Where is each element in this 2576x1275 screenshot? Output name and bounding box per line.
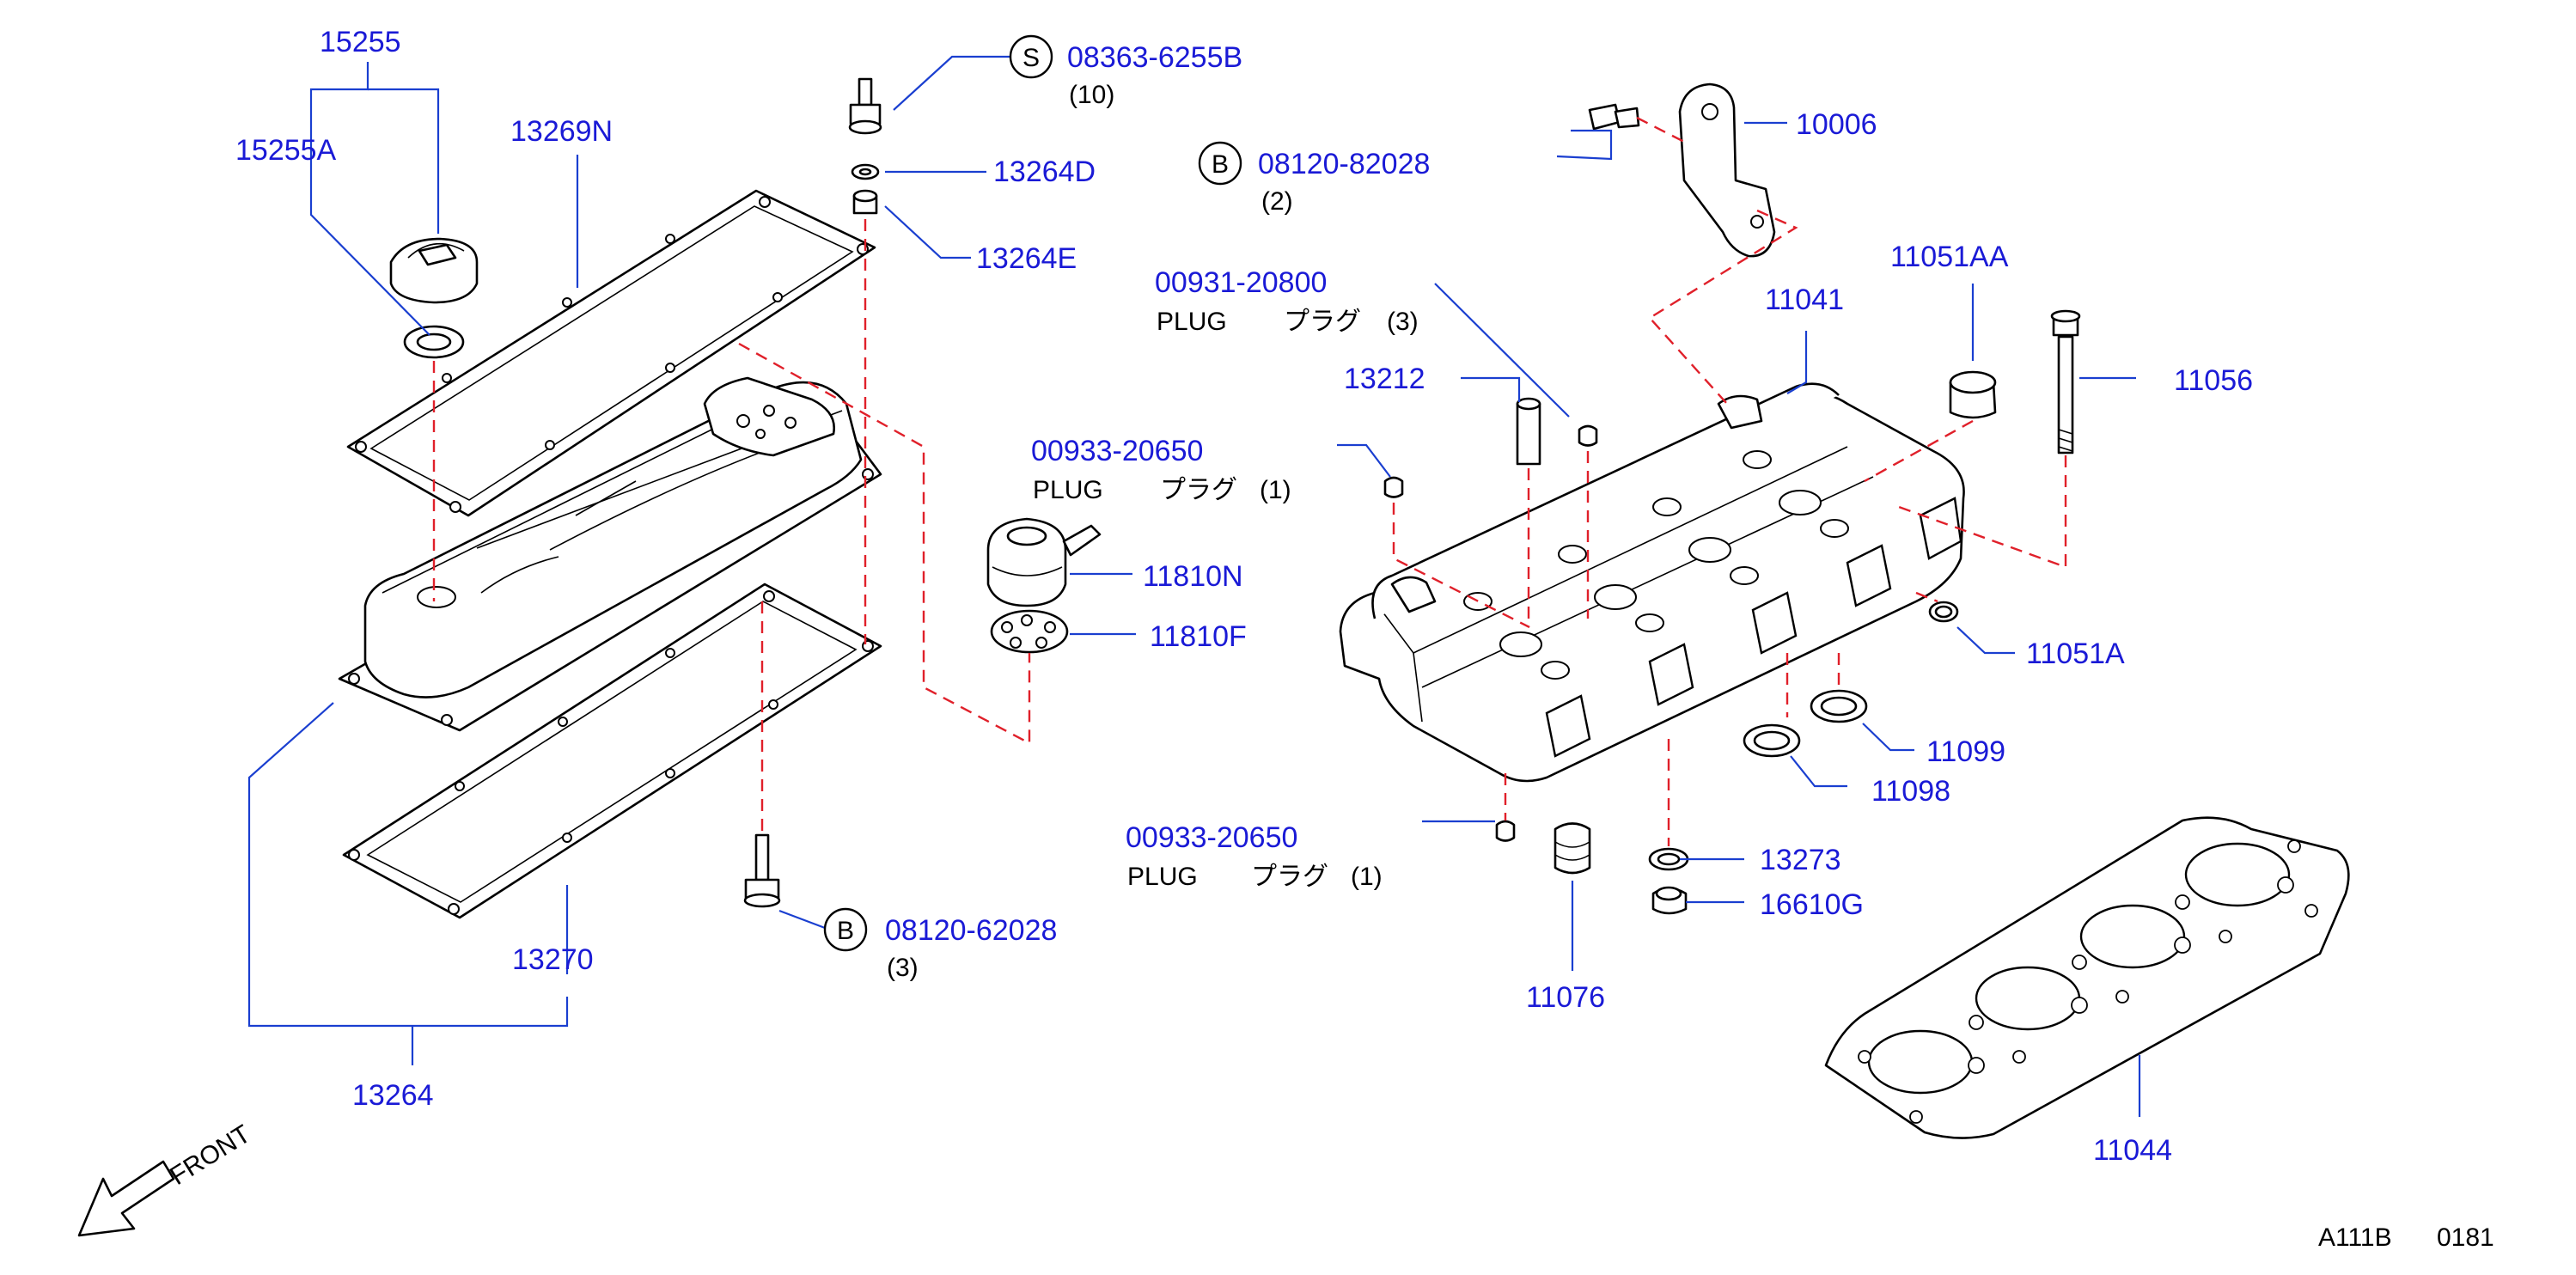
label-13270: 13270 [512, 943, 594, 976]
fastener-callout-b-cover: B 08120-62028 (3) [823, 907, 1057, 982]
label-13269n: 13269N [510, 115, 613, 148]
plugs-drawing [1383, 424, 1598, 842]
label-11056: 11056 [2174, 364, 2253, 397]
plug-11051a-drawing [1928, 601, 1959, 623]
rocker-cover-drawing [338, 376, 882, 732]
plug-c-jp: プラグ [1251, 863, 1328, 891]
label-16610g: 16610G [1760, 888, 1864, 921]
gasket-13269n-drawing [346, 189, 876, 517]
plug-callout-c: 00933-20650 PLUG プラグ (1) [1126, 821, 1383, 891]
label-11041: 11041 [1765, 284, 1844, 316]
gasket-13270-drawing [342, 583, 882, 919]
plug-b-name: PLUG [1033, 476, 1103, 504]
plug-callout-a: 00931-20800 PLUG プラグ (3) [1155, 266, 1419, 336]
bolt-08120-62028-drawing [743, 833, 781, 908]
plug-c-part: 00933-20650 [1126, 821, 1297, 854]
plug-b-jp: プラグ [1160, 476, 1237, 504]
part-08120-82028: 08120-82028 [1258, 148, 1430, 180]
label-11099: 11099 [1926, 735, 2005, 768]
label-13273: 13273 [1760, 844, 1841, 876]
part-08363-6255b: 08363-6255B [1067, 41, 1242, 74]
label-13212: 13212 [1344, 363, 1425, 395]
part-number-labels: 15255 15255A 13269N 13264D 13264E 13270 … [235, 26, 2253, 1167]
head-gasket-11044-drawing [1824, 816, 2350, 1139]
qty-08120-62028: (3) [887, 954, 919, 982]
plug-a-qty: (3) [1387, 308, 1419, 336]
bolt-08120-82028-drawing [1588, 103, 1640, 131]
sealing-cap-11051aa-drawing [1949, 370, 1997, 419]
front-arrow-icon [77, 1160, 175, 1237]
drawing-id-code: A111B [2318, 1223, 2392, 1252]
drawing-id-number: 0181 [2437, 1223, 2494, 1252]
plug-b-part: 00933-20650 [1031, 435, 1203, 467]
circle-letter-s: S [1022, 44, 1040, 72]
label-11051aa: 11051AA [1890, 241, 2009, 273]
pcv-grommet-drawing [990, 609, 1069, 654]
label-13264d: 13264D [993, 156, 1096, 188]
pcv-valve-drawing [986, 517, 1102, 607]
label-13264e: 13264E [976, 242, 1077, 275]
label-11044: 11044 [2093, 1134, 2172, 1167]
dowel-13212-drawing [1516, 397, 1541, 466]
front-label: FRONT [165, 1119, 255, 1191]
oil-filler-cap-drawing [389, 237, 479, 304]
phantom-lines-right [1392, 116, 2067, 846]
seals-13273-16610g-drawing [1648, 847, 1689, 915]
qty-08363-6255b: (10) [1069, 81, 1114, 109]
plug-a-name: PLUG [1157, 308, 1227, 336]
label-15255: 15255 [320, 26, 401, 58]
plug-c-name: PLUG [1127, 863, 1198, 891]
label-13264: 13264 [352, 1079, 434, 1112]
label-11051a: 11051A [2026, 638, 2125, 670]
circle-letter-b-1: B [1212, 150, 1229, 179]
drawing-id: A111B 0181 [2318, 1223, 2494, 1252]
fastener-callout-s-bolt: S 08363-6255B (10) [1009, 34, 1242, 109]
label-11098: 11098 [1871, 775, 1950, 808]
leader-lines [247, 55, 2141, 1117]
phantom-lines-left [432, 219, 1031, 833]
circle-letter-b-2: B [837, 917, 854, 945]
label-10006: 10006 [1796, 108, 1877, 141]
label-11810n: 11810N [1143, 560, 1243, 593]
fastener-callout-b-bracket: B 08120-82028 (2) [1198, 141, 1430, 216]
plug-a-jp: プラグ [1284, 308, 1361, 336]
part-08120-62028: 08120-62028 [885, 914, 1057, 947]
front-indicator: FRONT [77, 1119, 255, 1237]
label-11810f: 11810F [1150, 620, 1247, 653]
bracket-10006-drawing [1678, 82, 1776, 258]
qty-08120-82028: (2) [1261, 187, 1293, 216]
label-15255a: 15255A [235, 134, 337, 167]
bolt-08363-drawing [848, 77, 882, 215]
cap-seal-15255a-drawing [403, 325, 465, 359]
plug-b-qty: (1) [1260, 476, 1291, 504]
head-bolt-11056-drawing [2050, 309, 2081, 454]
plug-a-part: 00931-20800 [1155, 266, 1327, 299]
seals-11098-11099-drawing [1743, 689, 1868, 758]
plug-callout-b: 00933-20650 PLUG プラグ (1) [1031, 435, 1291, 504]
plug-c-qty: (1) [1351, 863, 1383, 891]
plug-11076-drawing [1554, 822, 1591, 875]
label-11076: 11076 [1526, 981, 1605, 1014]
cylinder-head-drawing [1339, 382, 1965, 783]
